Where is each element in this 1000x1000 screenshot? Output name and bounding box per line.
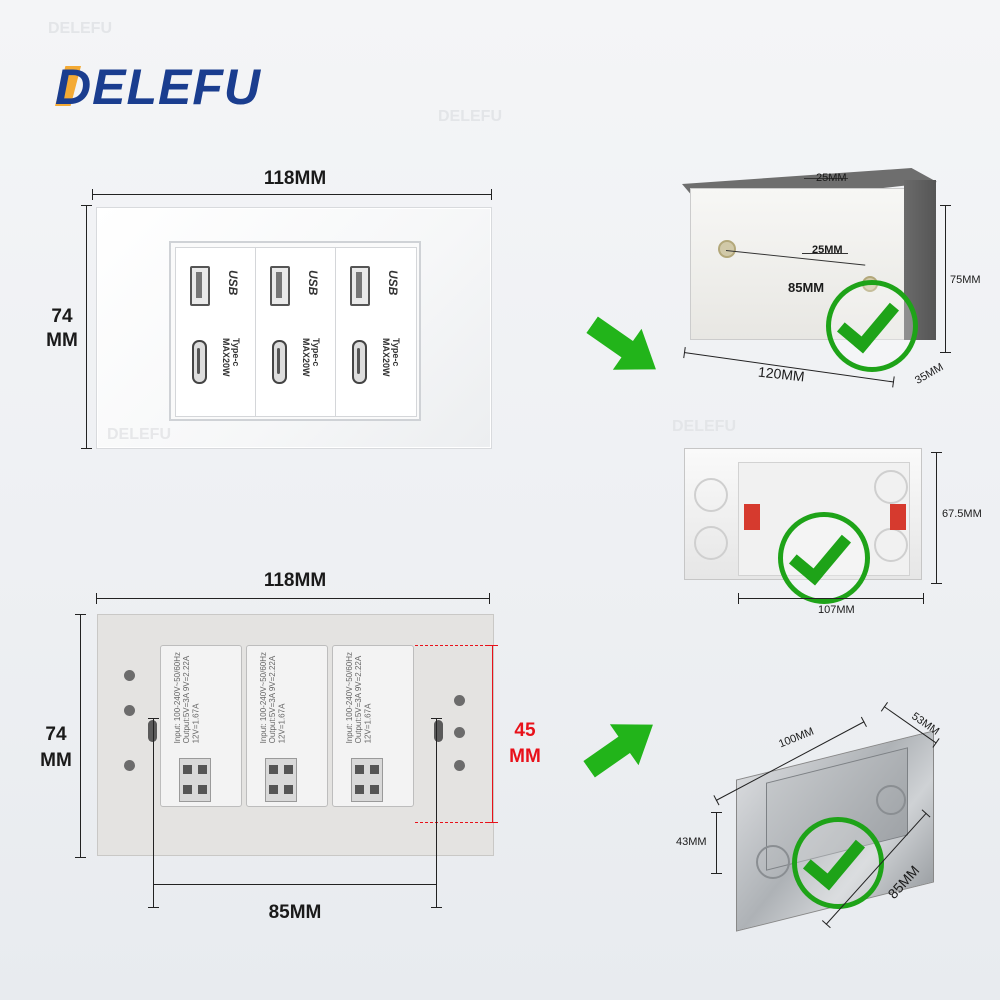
back-width-dimension-line	[96, 593, 490, 604]
box3-height-label: 43MM	[676, 836, 707, 848]
back-width-label: 118MM	[263, 570, 327, 591]
mounting-slot-icon	[148, 720, 157, 742]
back-height-label-unit: MM	[40, 750, 72, 771]
green-arrow-icon	[575, 704, 668, 790]
screw-hole-icon	[124, 760, 135, 771]
screw-hole-icon	[124, 705, 135, 716]
check-mark-icon	[826, 280, 918, 372]
box1-length-label: 120MM	[757, 363, 806, 385]
usb-c-port-icon	[192, 340, 207, 384]
usb-logo: USB	[306, 270, 321, 296]
box2-height-label: 67.5MM	[942, 508, 982, 520]
plastic-box-image	[682, 168, 937, 372]
check-mark-icon	[792, 817, 884, 909]
usb-a-port-icon	[270, 266, 290, 306]
screw-hole-icon	[454, 760, 465, 771]
screw-hole-icon	[124, 670, 135, 681]
white-box-image	[684, 448, 922, 604]
box2-height-line	[931, 452, 942, 584]
screw-hole-icon	[454, 695, 465, 706]
front-width-label: 118MM	[263, 168, 327, 189]
depth-bottom-guide	[415, 822, 493, 823]
green-arrow-icon	[578, 304, 671, 390]
box2-width-line	[738, 593, 924, 604]
front-height-dimension-line	[81, 205, 92, 449]
box1-height-label: 75MM	[950, 274, 981, 286]
usb-logo: USB	[226, 270, 241, 296]
front-width-dimension-line	[92, 189, 492, 200]
spacing-label: 85MM	[268, 902, 322, 923]
watermark-right: DELEFU	[672, 418, 736, 435]
usb-logo: USB	[386, 270, 401, 296]
back-height-dimension-line	[75, 614, 86, 858]
front-height-label-unit: MM	[46, 330, 78, 351]
depth-top-guide	[415, 645, 493, 646]
depth-dimension-line	[487, 645, 498, 823]
box1-top-slot-label: 25MM	[816, 172, 847, 184]
check-mark-icon	[778, 512, 870, 604]
box3-height-line	[711, 812, 722, 874]
box1-depth-label: 35MM	[913, 361, 946, 387]
plate-watermark: DELEFU	[107, 426, 171, 443]
screw-hole-icon	[454, 727, 465, 738]
box1-inner-slot-label: 25MM	[812, 244, 843, 256]
spacing-right-guide	[431, 718, 442, 908]
terminal-block-icon	[265, 758, 297, 802]
watermark-top-left: DELEFU	[48, 20, 112, 37]
box2-width-label: 107MM	[818, 604, 855, 616]
brand-logo: DELEFU	[55, 59, 261, 115]
usb-c-port-icon	[352, 340, 367, 384]
terminal-block-icon	[179, 758, 211, 802]
usb-a-port-icon	[190, 266, 210, 306]
mounting-slot-icon	[434, 720, 443, 742]
depth-label-number: 45	[514, 720, 536, 741]
depth-label-unit: MM	[509, 746, 541, 767]
usb-c-port-icon	[272, 340, 287, 384]
box1-hole-spacing-label: 85MM	[788, 280, 825, 295]
back-height-label-number: 74	[45, 724, 67, 745]
watermark-middle: DELEFU	[438, 108, 502, 125]
spacing-left-guide	[148, 718, 159, 908]
terminal-block-icon	[351, 758, 383, 802]
box1-height-line	[940, 205, 951, 353]
spacing-dimension-line	[153, 879, 437, 890]
front-height-label-number: 74	[51, 306, 73, 327]
usb-a-port-icon	[350, 266, 370, 306]
